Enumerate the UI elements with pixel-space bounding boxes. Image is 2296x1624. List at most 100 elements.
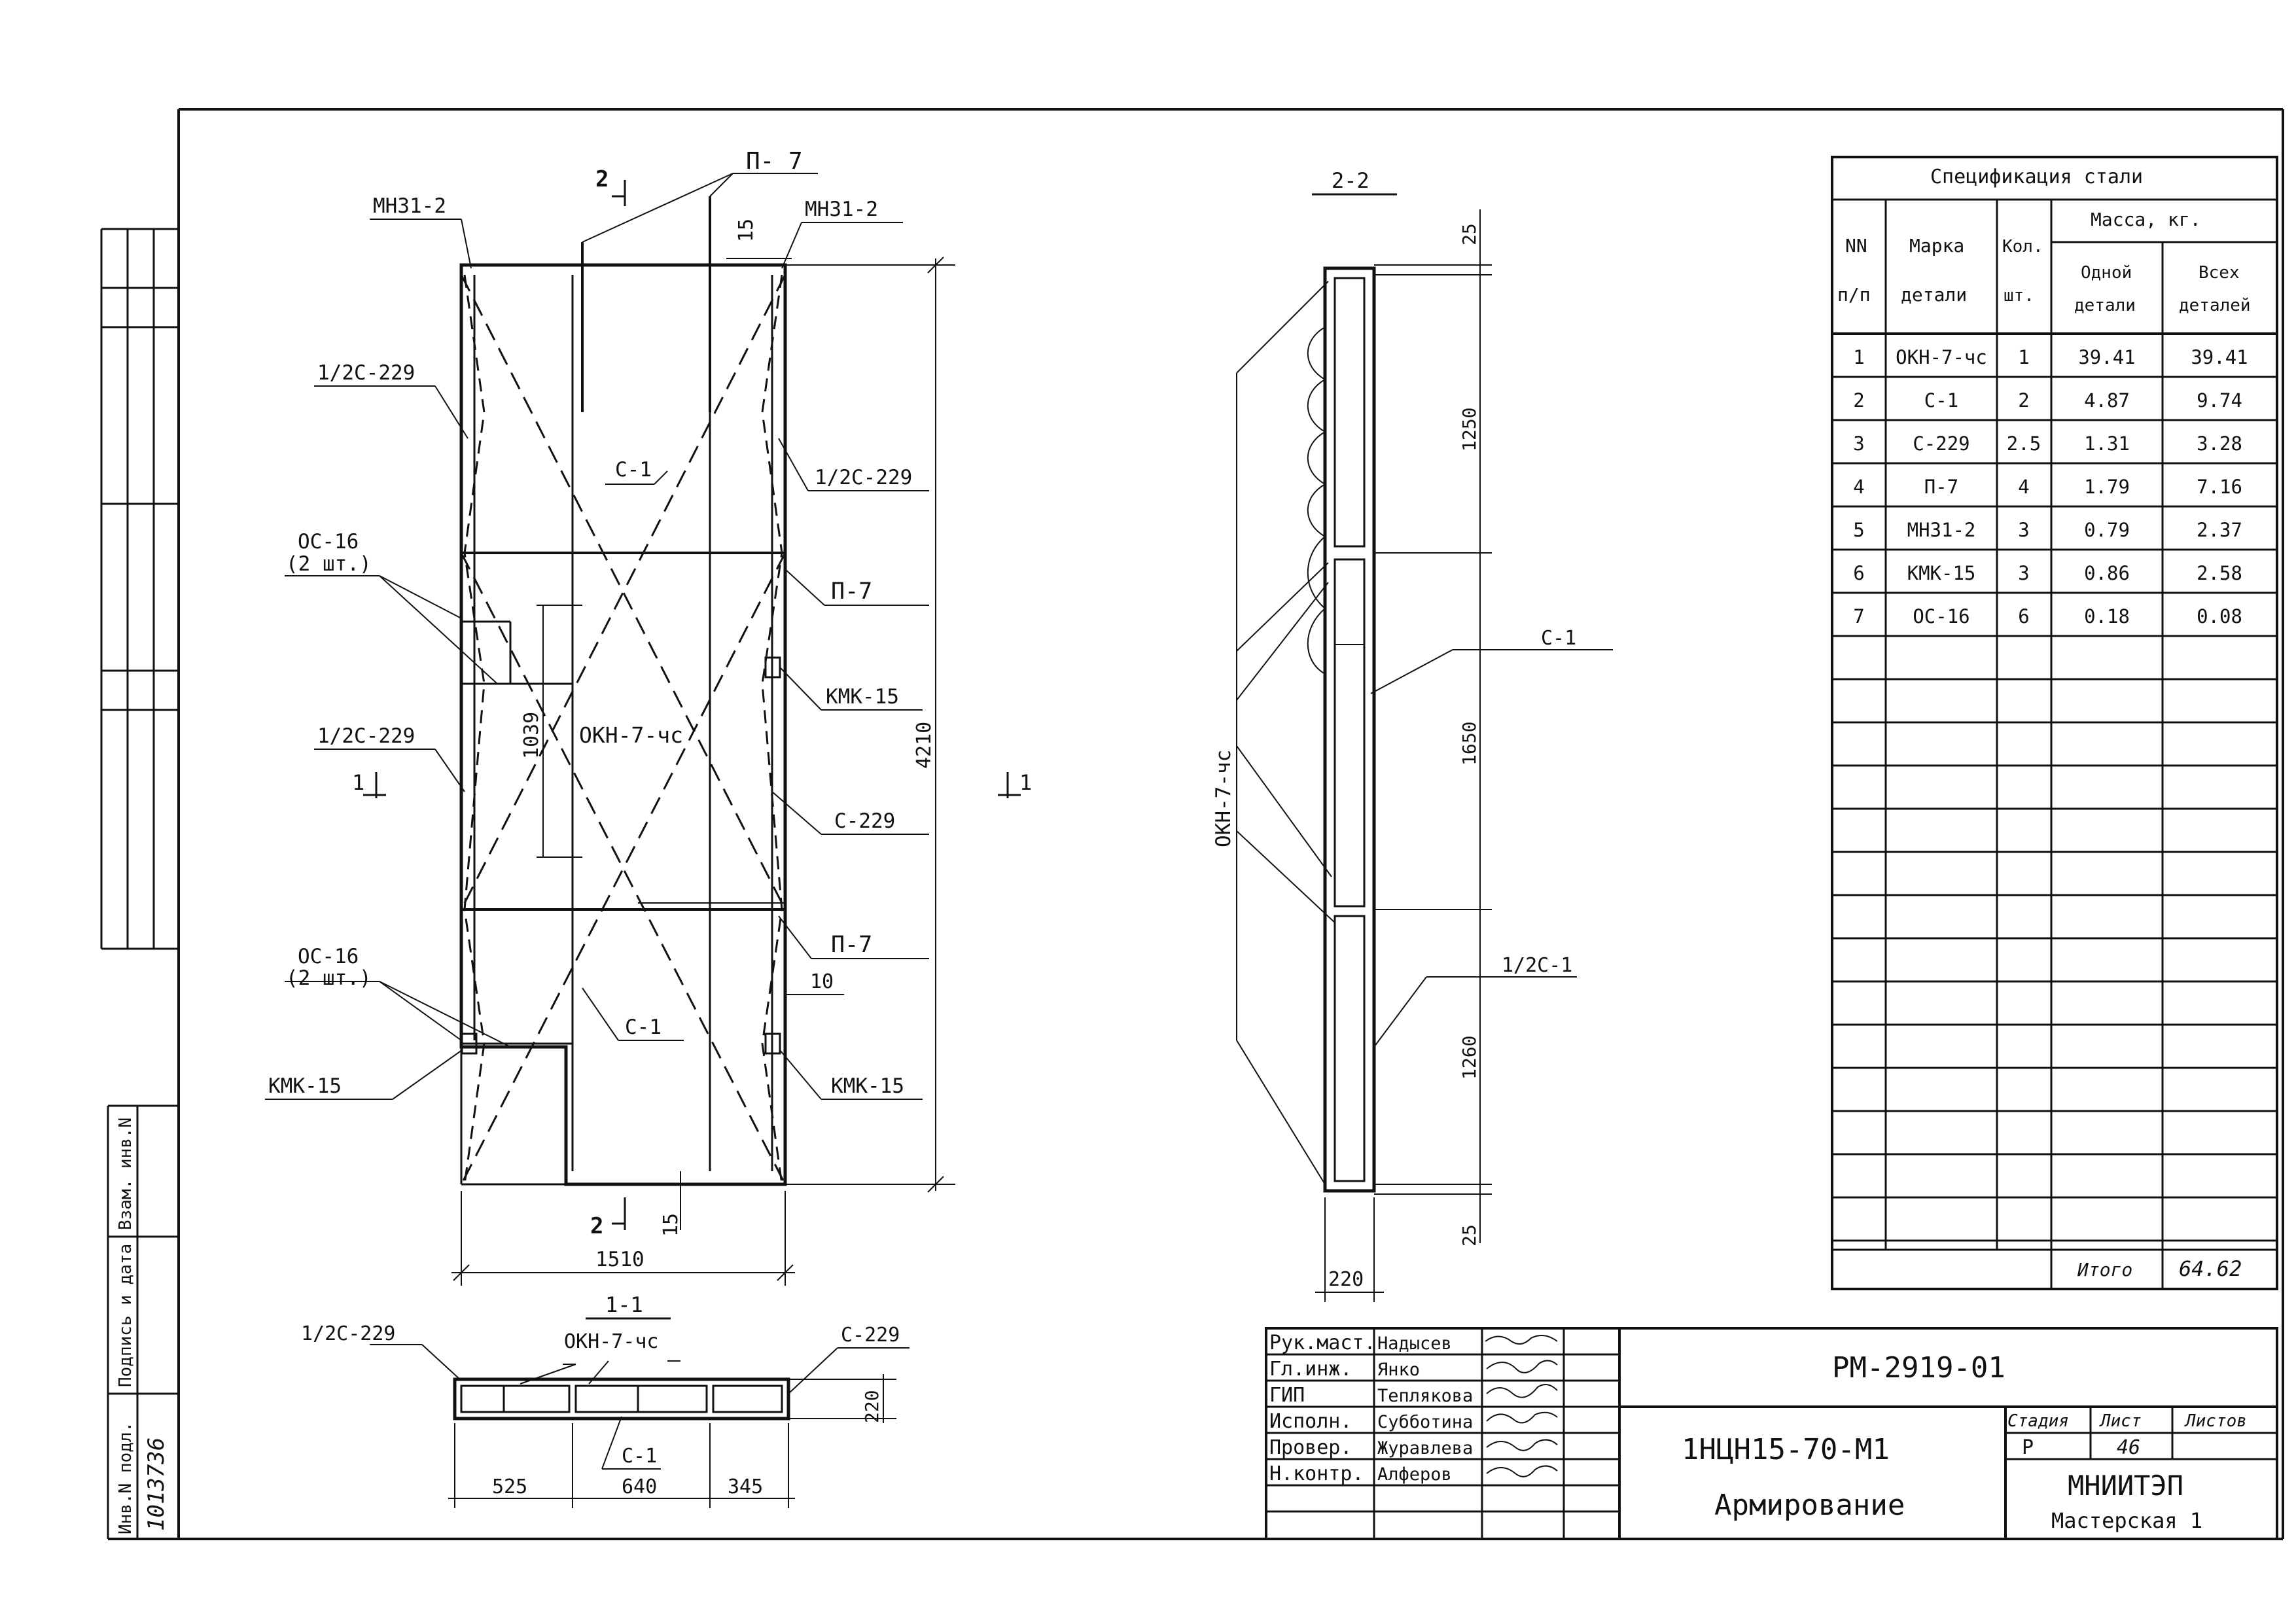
section-2-bottom: 2 [590,1213,603,1239]
section-11-dim-220: 220 [861,1390,883,1423]
spec-cell-n: 2 [1853,389,1864,412]
section-11-half-c229: 1/2С-229 [301,1322,396,1345]
spec-cell-all: 7.16 [2197,476,2242,498]
spec-cell-n: 4 [1853,476,1864,498]
spec-cell-all: 3.28 [2197,432,2242,455]
stamp-role: Гл.инж. [1269,1358,1352,1381]
spec-table [1831,156,2278,1290]
stamp-name: Теплякова [1377,1386,1473,1406]
section-22-title: 2-2 [1332,168,1369,193]
spec-cell-mark: П-7 [1924,476,1958,498]
label-p7-lower: П-7 [831,932,872,958]
main-dimensions [451,256,955,1286]
spec-cell-one: 39.41 [2078,346,2135,368]
section-11-dim-640: 640 [622,1475,657,1498]
spec-cell-all: 2.37 [2197,519,2242,541]
stamp-stage: Р [2022,1436,2034,1459]
spec-cell-mark: С-1 [1924,389,1958,412]
spec-cell-mark: МН31-2 [1907,519,1976,541]
stamp-sheet: 46 [2117,1436,2140,1459]
stamp-sheet-header: Лист [2099,1411,2142,1431]
spec-cell-n: 1 [1853,346,1864,368]
dim-15-bottom: 15 [660,1213,682,1237]
side-vzam: Взам. инв.N [116,1118,135,1230]
stamp-role: Провер. [1269,1436,1352,1459]
label-oc16-lower: ОС-16 [298,945,359,968]
spec-cell-all: 39.41 [2191,346,2248,368]
spec-cell-n: 7 [1853,605,1864,627]
spec-cell-mark: С-229 [1913,432,1969,455]
section-11-okn: ОКН-7-чс [564,1330,659,1353]
section-11-title: 1-1 [605,1292,643,1317]
section-2-top: 2 [595,166,609,192]
spec-cell-n: 3 [1853,432,1864,455]
section-22-dim-25-bottom: 25 [1458,1224,1480,1246]
stamp-name: Надысев [1377,1333,1452,1354]
section-22-okn: ОКН-7-чс [1212,750,1235,847]
main-leaders [265,173,929,1100]
stamp-subject: Армирование [1714,1489,1905,1522]
spec-cell-all: 0.08 [2197,605,2242,627]
section-markers [363,180,1021,1230]
spec-total-value: 64.62 [2179,1256,2242,1281]
spec-cell-one: 1.79 [2084,476,2130,498]
label-kmk15-left: КМК-15 [268,1074,342,1098]
spec-cell-one: 4.87 [2084,389,2130,412]
stamp-workshop: Мастерская 1 [2051,1508,2202,1533]
dim-10: 10 [810,970,834,993]
dim-15-top: 15 [735,219,758,242]
side-sign-date: Подпись и дата [116,1244,135,1387]
side-inv-orig: Инв.N подл. [116,1422,135,1534]
section-11-view [370,1317,910,1508]
spec-cell-one: 0.79 [2084,519,2130,541]
section-22-c1: С-1 [1541,627,1576,650]
stamp-org: МНИИТЭП [2068,1470,2183,1502]
stamp-stage-header: Стадия [2007,1411,2069,1431]
spec-cell-qty: 6 [2018,605,2029,627]
dim-1039: 1039 [520,712,543,759]
label-c1-upper: С-1 [615,458,652,482]
spec-cell-n: 6 [1853,562,1864,584]
label-okn-center: ОКН-7-чс [579,722,683,748]
spec-h-np: п/п [1837,284,1871,306]
spec-h-odnoy: Одной [2081,263,2132,283]
dim-1510: 1510 [595,1248,645,1271]
signatures [1485,1335,1558,1477]
stamp-sheets-header: Листов [2184,1411,2247,1431]
spec-h-nn: NN [1845,235,1867,256]
section-22-dim-1260: 1260 [1458,1036,1480,1080]
section-22-dim-1650: 1650 [1458,722,1480,766]
section-1-right: 1 [1019,770,1032,795]
stamp-product: 1НЦН15-70-М1 [1682,1433,1890,1466]
spec-cell-mark: ОС-16 [1913,605,1969,627]
spec-h-detali: детали [1901,284,1967,306]
label-c1-lower: С-1 [625,1015,662,1039]
spec-cell-one: 1.31 [2084,432,2130,455]
spec-h-marka: Марка [1909,235,1964,256]
spec-cell-qty: 2.5 [2007,432,2041,455]
label-p7-mid: П-7 [831,578,872,605]
spec-h-sht: шт. [2004,286,2034,306]
spec-h-massa: Масса, кг. [2091,209,2201,230]
spec-title: Спецификация стали [1930,166,2143,188]
label-oc16-upper-qty: (2 шт.) [286,552,372,576]
label-oc16-upper: ОС-16 [298,530,359,554]
side-inv-number: 1013736 [143,1438,169,1531]
label-p7-top: П- 7 [746,148,803,175]
section-22-view [1236,193,1613,1302]
main-labels: П- 7 МН31-2 МН31-2 1/2С-229 1/2С-229 С-1… [268,148,912,1098]
label-kmk15-right-lower: КМК-15 [831,1074,904,1098]
dim-4210: 4210 [913,722,936,769]
label-half-c229-ur: 1/2С-229 [815,466,912,489]
stamp-role: ГИП [1269,1384,1305,1407]
stamp-role: Н.контр. [1269,1462,1364,1485]
stamp-role: Рук.маст. [1269,1332,1376,1354]
spec-cell-qty: 2 [2018,389,2029,412]
spec-h-vseh2: деталей [2179,296,2251,315]
stamp-name: Алферов [1377,1464,1452,1485]
spec-cell-qty: 1 [2018,346,2029,368]
label-half-c229-ul: 1/2С-229 [317,361,415,385]
section-11-dim-525: 525 [492,1475,527,1498]
spec-cell-mark: ОКН-7-чс [1896,346,1987,368]
